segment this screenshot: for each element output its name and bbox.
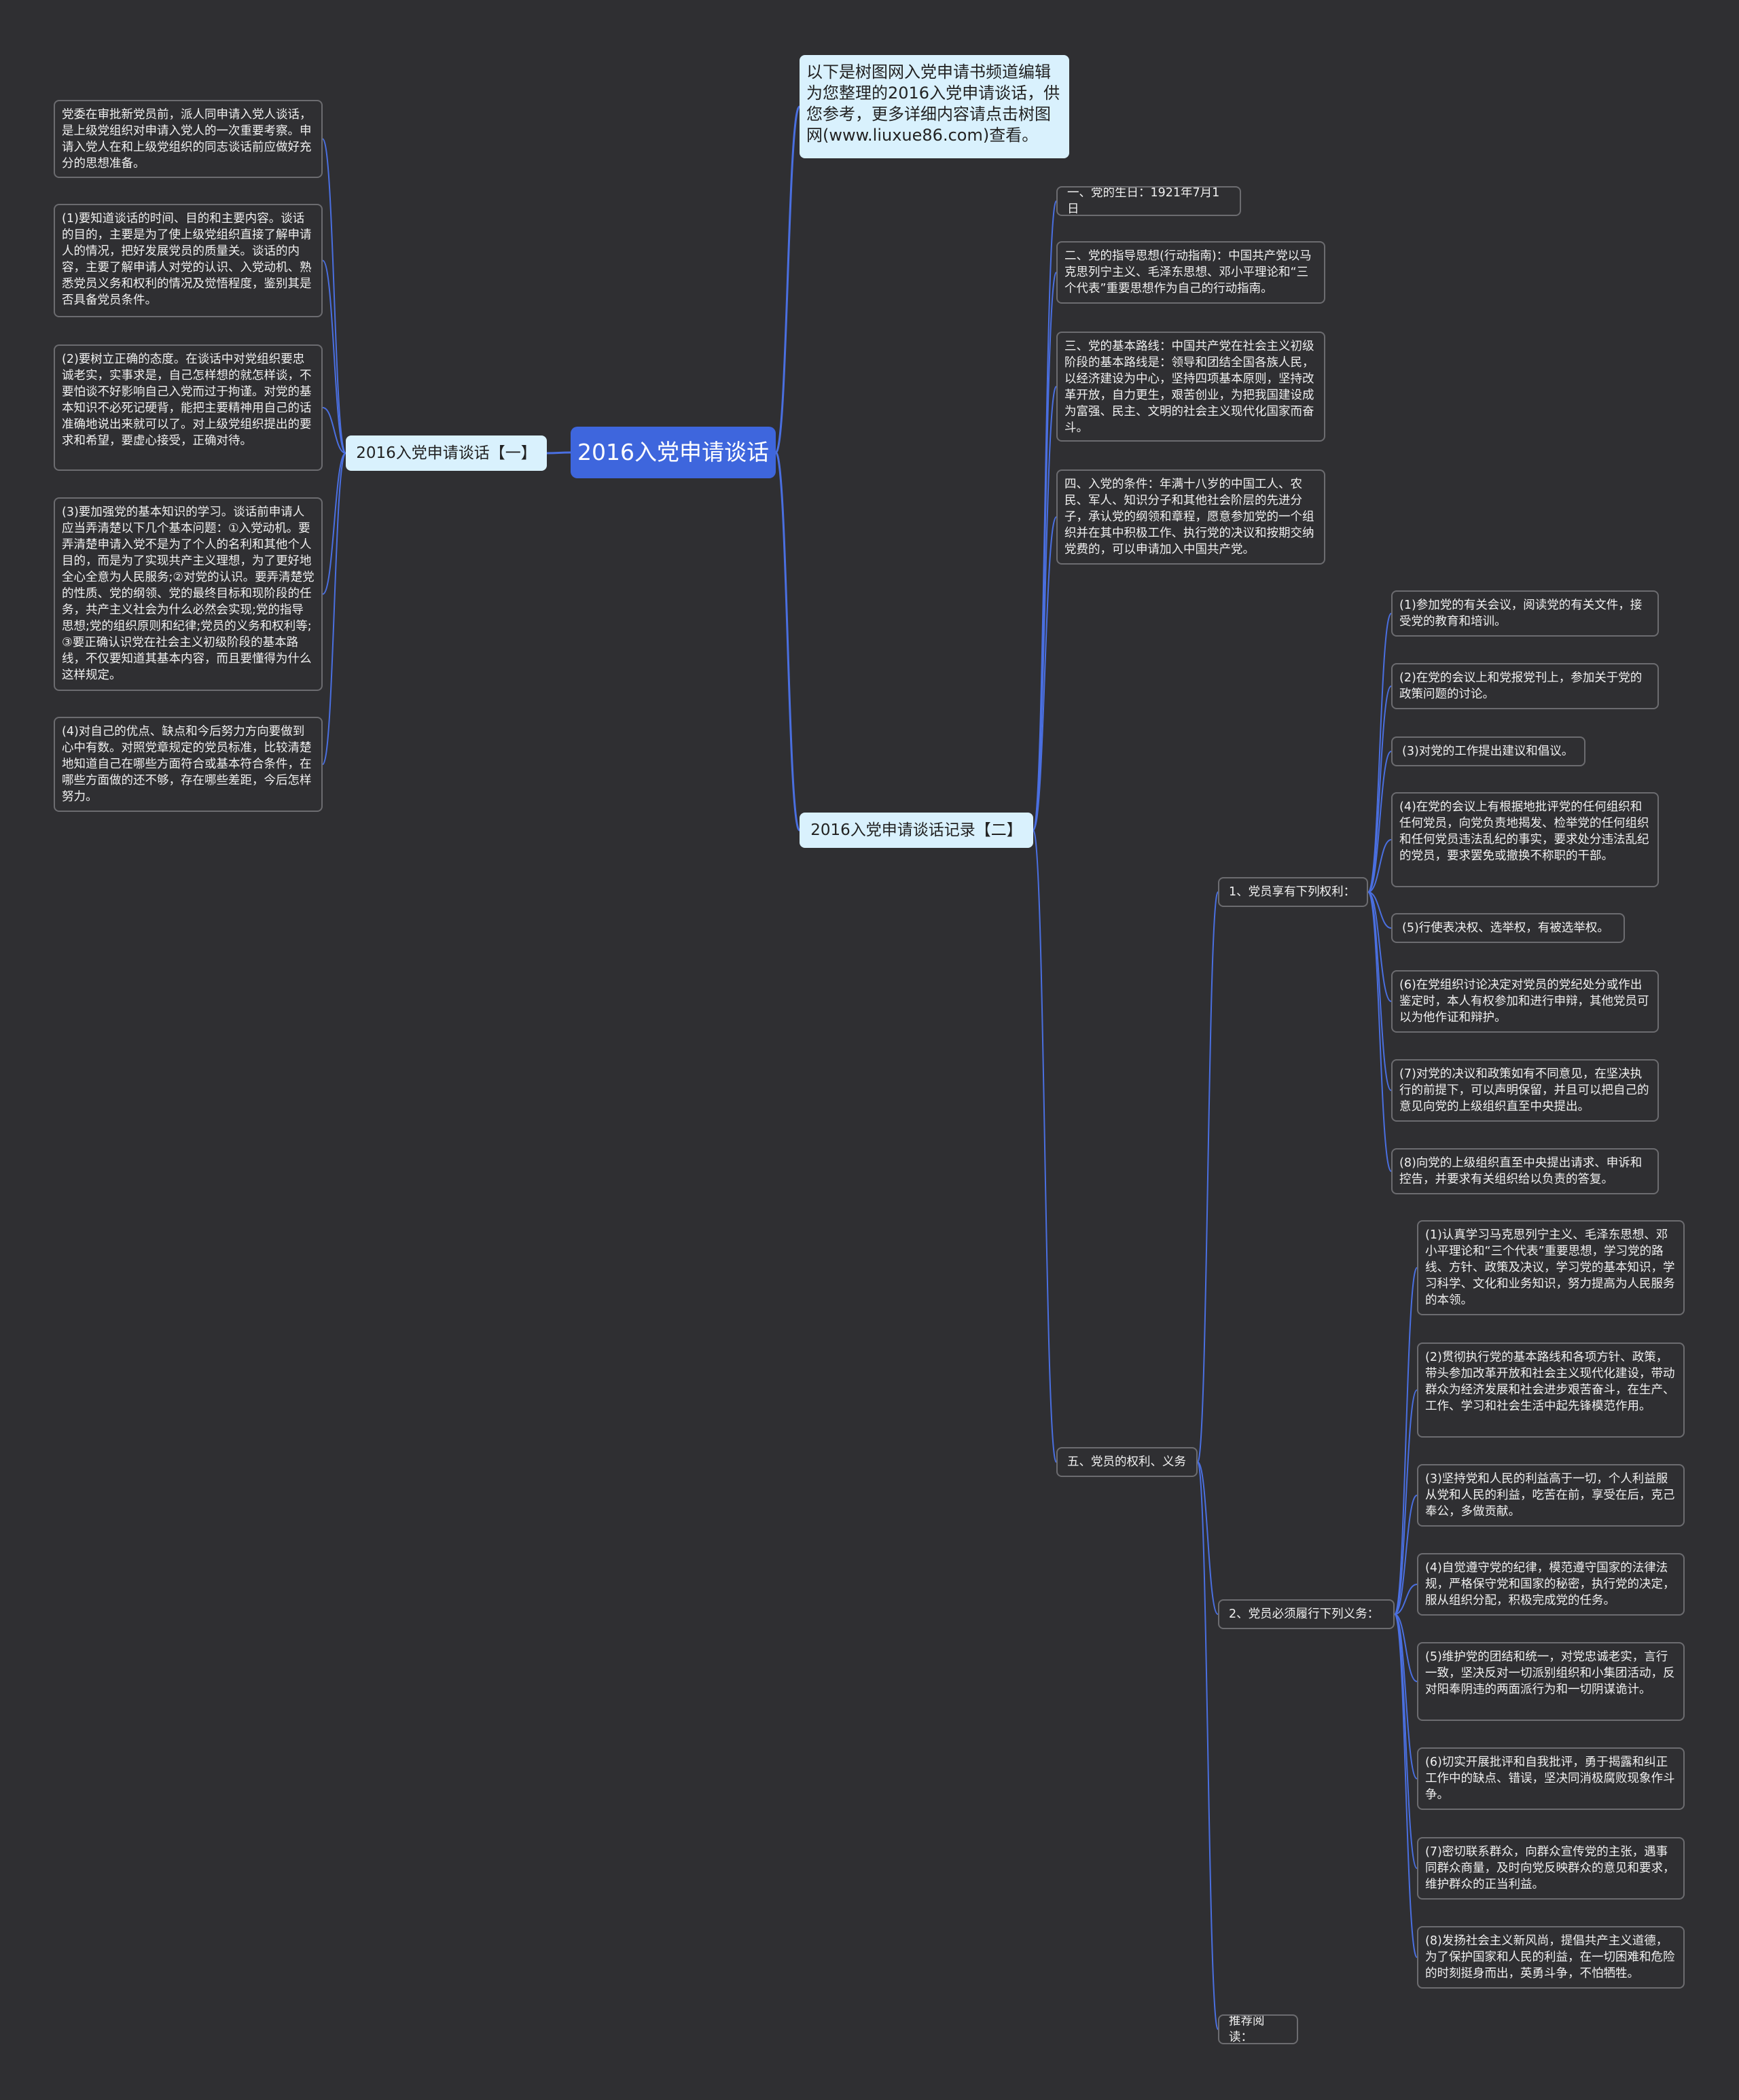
rights-topic[interactable]: 1、党员享有下列权利： bbox=[1218, 877, 1368, 907]
branch-two-topic[interactable]: 2016入党申请谈话记录【二】 bbox=[800, 813, 1033, 848]
duties-item-4[interactable]: (5)维护党的团结和统一，对党忠诚老实，言行一致，坚决反对一切派别组织和小集团活… bbox=[1417, 1642, 1685, 1721]
link-section-five-duties bbox=[1197, 1461, 1219, 1615]
link-section-five-rights bbox=[1197, 891, 1219, 1463]
link-branch-two-item-1 bbox=[1033, 272, 1057, 831]
link-duties-item-0 bbox=[1394, 1267, 1418, 1615]
duties-item-3[interactable]: (4)自觉遵守党的纪律，模范遵守国家的法律法规，严格保守党和国家的秘密，执行党的… bbox=[1417, 1553, 1685, 1616]
link-duties-item-5 bbox=[1394, 1614, 1418, 1779]
link-section-five-recommend bbox=[1197, 1461, 1219, 2030]
recommend-topic[interactable]: 推荐阅读： bbox=[1218, 2014, 1298, 2044]
section-five-topic[interactable]: 五、党员的权利、义务 bbox=[1056, 1447, 1198, 1477]
branch-one-item-2[interactable]: (2)要树立正确的态度。在谈话中对党组织要忠诚老实，实事求是，自己怎样想的就怎样… bbox=[54, 344, 323, 471]
rights-item-7[interactable]: (8)向党的上级组织直至中央提出请求、申诉和控告，并要求有关组织给以负责的答复。 bbox=[1391, 1148, 1659, 1194]
link-rights-item-0 bbox=[1367, 613, 1392, 893]
rights-item-6[interactable]: (7)对党的决议和政策如有不同意见，在坚决执行的前提下，可以声明保留，并且可以把… bbox=[1391, 1059, 1659, 1122]
link-rights-item-3 bbox=[1367, 839, 1392, 893]
branch-one-item-4[interactable]: (4)对自己的优点、缺点和今后努力方向要做到心中有数。对照党章规定的党员标准，比… bbox=[54, 717, 323, 812]
branch-one-item-1[interactable]: (1)要知道谈话的时间、目的和主要内容。谈话的目的，主要是为了使上级党组织直接了… bbox=[54, 204, 323, 317]
link-rights-item-5 bbox=[1367, 891, 1392, 1002]
link-branch-one-item-0 bbox=[322, 138, 346, 454]
rights-item-1[interactable]: (2)在党的会议上和党报党刊上，参加关于党的政策问题的讨论。 bbox=[1391, 663, 1659, 709]
link-branch-one-item-1 bbox=[322, 260, 346, 454]
link-root-branch-two bbox=[774, 451, 801, 832]
link-rights-item-7 bbox=[1367, 891, 1392, 1172]
link-duties-item-2 bbox=[1394, 1495, 1418, 1615]
link-duties-item-4 bbox=[1394, 1614, 1418, 1682]
link-rights-item-6 bbox=[1367, 891, 1392, 1091]
duties-item-1[interactable]: (2)贯彻执行党的基本路线和各项方针、政策，带头参加改革开放和社会主义现代化建设… bbox=[1417, 1342, 1685, 1438]
intro-note[interactable]: 以下是树图网入党申请书频道编辑为您整理的2016入党申请谈话，供您参考，更多详细… bbox=[800, 55, 1069, 158]
rights-item-2[interactable]: (3)对党的工作提出建议和倡议。 bbox=[1391, 736, 1585, 766]
branch-one-topic[interactable]: 2016入党申请谈话【一】 bbox=[346, 435, 547, 471]
branch-one-item-0[interactable]: 党委在审批新党员前，派人同申请入党人谈话，是上级党组织对申请入党人的一次重要考察… bbox=[54, 100, 323, 178]
link-branch-one-item-3 bbox=[322, 452, 346, 595]
duties-item-5[interactable]: (6)切实开展批评和自我批评，勇于揭露和纠正工作中的缺点、错误，坚决同消极腐败现… bbox=[1417, 1747, 1685, 1810]
duties-item-7[interactable]: (8)发扬社会主义新风尚，提倡共产主义道德，为了保护国家和人民的利益，在一切困难… bbox=[1417, 1926, 1685, 1989]
link-branch-two-item-3 bbox=[1033, 516, 1057, 831]
link-rights-item-1 bbox=[1367, 686, 1392, 893]
link-rights-item-4 bbox=[1367, 891, 1392, 929]
branch-one-item-3[interactable]: (3)要加强党的基本知识的学习。谈话前申请人应当弄清楚以下几个基本问题：①入党动… bbox=[54, 497, 323, 691]
link-duties-item-6 bbox=[1394, 1614, 1418, 1869]
rights-item-3[interactable]: (4)在党的会议上有根据地批评党的任何组织和任何党员，向党负责地揭发、检举党的任… bbox=[1391, 792, 1659, 887]
link-duties-item-7 bbox=[1394, 1614, 1418, 1958]
root-topic[interactable]: 2016入党申请谈话 bbox=[571, 427, 776, 478]
link-duties-item-3 bbox=[1394, 1584, 1418, 1615]
duties-item-0[interactable]: (1)认真学习马克思列宁主义、毛泽东思想、邓小平理论和“三个代表”重要思想，学习… bbox=[1417, 1220, 1685, 1315]
link-root-branch-one bbox=[546, 451, 571, 455]
rights-item-4[interactable]: (5)行使表决权、选举权，有被选举权。 bbox=[1391, 913, 1625, 943]
duties-topic[interactable]: 2、党员必须履行下列义务： bbox=[1218, 1599, 1395, 1629]
rights-item-0[interactable]: (1)参加党的有关会议，阅读党的有关文件，接受党的教育和培训。 bbox=[1391, 590, 1659, 637]
link-duties-item-1 bbox=[1394, 1389, 1418, 1615]
branch-two-item-2[interactable]: 三、党的基本路线：中国共产党在社会主义初级阶段的基本路线是：领导和团结全国各族人… bbox=[1056, 332, 1325, 442]
rights-item-5[interactable]: (6)在党组织讨论决定对党员的党纪处分或作出鉴定时，本人有权参加和进行申辩，其他… bbox=[1391, 970, 1659, 1033]
link-root-intro bbox=[774, 105, 801, 454]
duties-item-6[interactable]: (7)密切联系群众，向群众宣传党的主张，遇事同群众商量，及时向党反映群众的意见和… bbox=[1417, 1837, 1685, 1900]
link-branch-one-item-2 bbox=[322, 407, 346, 454]
duties-item-2[interactable]: (3)坚持党和人民的利益高于一切，个人利益服从党和人民的利益，吃苦在前，享受在后… bbox=[1417, 1464, 1685, 1527]
branch-two-item-0[interactable]: 一、党的生日：1921年7月1日 bbox=[1056, 186, 1241, 216]
link-branch-two-section-five bbox=[1033, 830, 1057, 1463]
branch-two-item-1[interactable]: 二、党的指导思想(行动指南)：中国共产党以马克思列宁主义、毛泽东思想、邓小平理论… bbox=[1056, 241, 1325, 304]
link-rights-item-2 bbox=[1367, 751, 1392, 893]
link-branch-two-item-2 bbox=[1033, 386, 1057, 831]
branch-two-item-3[interactable]: 四、入党的条件：年满十八岁的中国工人、农民、军人、知识分子和其他社会阶层的先进分… bbox=[1056, 469, 1325, 565]
link-branch-one-item-4 bbox=[322, 452, 346, 765]
